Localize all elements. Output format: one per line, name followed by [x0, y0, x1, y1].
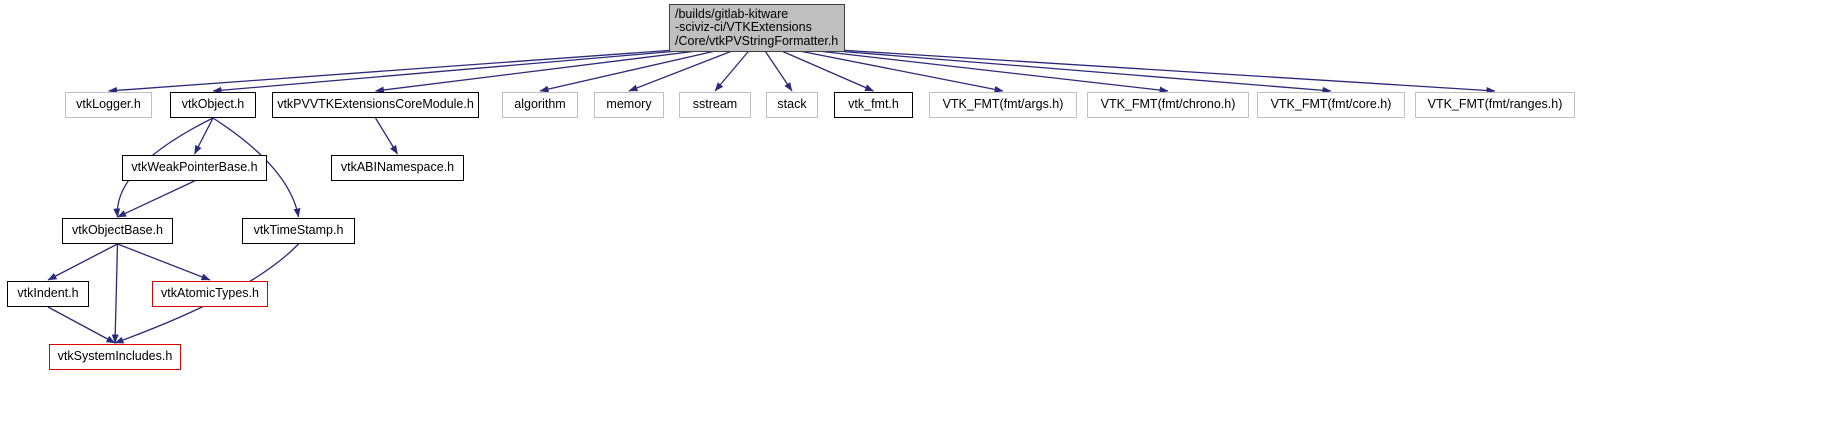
graph-node-sysincludes[interactable]: vtkSystemIncludes.h	[49, 344, 181, 370]
node-label: vtk_fmt.h	[848, 97, 899, 112]
node-label: algorithm	[514, 97, 566, 112]
node-label: vtkAtomicTypes.h	[161, 286, 259, 301]
graph-node-memory[interactable]: memory	[594, 92, 664, 118]
node-label: /builds/gitlab-kitware -sciviz-ci/VTKExt…	[675, 6, 839, 48]
edge-root-to-logger	[108, 49, 676, 94]
graph-node-fmtchrono[interactable]: VTK_FMT(fmt/chrono.h)	[1087, 92, 1249, 118]
edge-root-to-sstream	[714, 49, 751, 92]
edge-root-to-stack	[763, 49, 793, 92]
graph-node-sstream[interactable]: sstream	[679, 92, 751, 118]
edge-root-to-fmtchrono	[809, 49, 1169, 94]
edge-objectbase-to-sysincludes	[111, 243, 119, 344]
graph-node-timestamp[interactable]: vtkTimeStamp.h	[242, 218, 355, 244]
graph-node-fmtargs[interactable]: VTK_FMT(fmt/args.h)	[929, 92, 1077, 118]
node-label: vtkSystemIncludes.h	[57, 349, 173, 364]
graph-node-fmtcore[interactable]: VTK_FMT(fmt/core.h)	[1257, 92, 1405, 118]
node-label: vtkIndent.h	[17, 286, 79, 301]
graph-node-logger[interactable]: vtkLogger.h	[65, 92, 152, 118]
edge-root-to-memory	[628, 49, 735, 92]
graph-node-objectbase[interactable]: vtkObjectBase.h	[62, 218, 173, 244]
node-label: VTK_FMT(fmt/ranges.h)	[1427, 97, 1563, 112]
graph-node-fmtranges[interactable]: VTK_FMT(fmt/ranges.h)	[1415, 92, 1575, 118]
graph-node-weakptr[interactable]: vtkWeakPointerBase.h	[122, 155, 267, 181]
graph-node-atomic[interactable]: vtkAtomicTypes.h	[152, 281, 268, 307]
node-label: memory	[606, 97, 652, 112]
edge-root-to-object	[212, 49, 690, 94]
node-label: vtkObjectBase.h	[71, 223, 163, 238]
node-label: VTK_FMT(fmt/core.h)	[1270, 97, 1392, 112]
edge-weakptr-to-objectbase	[117, 180, 195, 218]
node-label: vtkWeakPointerBase.h	[131, 160, 258, 175]
node-label: vtkLogger.h	[76, 97, 141, 112]
edge-objectbase-to-atomic	[117, 243, 211, 281]
edge-root-to-fmtranges	[838, 49, 1496, 94]
node-label: VTK_FMT(fmt/args.h)	[942, 97, 1064, 112]
edge-root-to-algorithm	[539, 49, 720, 93]
node-label: vtkABINamespace.h	[340, 160, 455, 175]
graph-node-stack[interactable]: stack	[766, 92, 818, 118]
edge-root-to-fmtcore	[824, 49, 1332, 94]
node-label: VTK_FMT(fmt/chrono.h)	[1100, 97, 1236, 112]
edge-root-to-vtkfmt	[779, 49, 874, 92]
edge-objectbase-to-indent	[47, 243, 118, 281]
graph-node-coremodule[interactable]: vtkPVVTKExtensionsCoreModule.h	[272, 92, 479, 118]
edge-object-to-weakptr	[193, 117, 214, 155]
graph-node-indent[interactable]: vtkIndent.h	[7, 281, 89, 307]
edge-root-to-coremodule	[375, 49, 705, 94]
edge-coremodule-to-abins	[374, 117, 399, 155]
node-label: vtkTimeStamp.h	[253, 223, 344, 238]
node-label: vtkObject.h	[181, 97, 245, 112]
node-label: stack	[777, 97, 807, 112]
graph-node-algorithm[interactable]: algorithm	[502, 92, 578, 118]
node-label: sstream	[692, 97, 738, 112]
graph-node-vtkfmt[interactable]: vtk_fmt.h	[834, 92, 913, 118]
graph-node-abins[interactable]: vtkABINamespace.h	[331, 155, 464, 181]
graph-root-node[interactable]: /builds/gitlab-kitware -sciviz-ci/VTKExt…	[669, 4, 845, 52]
graph-node-object[interactable]: vtkObject.h	[170, 92, 256, 118]
edge-indent-to-sysincludes	[47, 306, 116, 344]
edge-root-to-fmtargs	[794, 49, 1004, 93]
node-label: vtkPVVTKExtensionsCoreModule.h	[277, 97, 474, 112]
